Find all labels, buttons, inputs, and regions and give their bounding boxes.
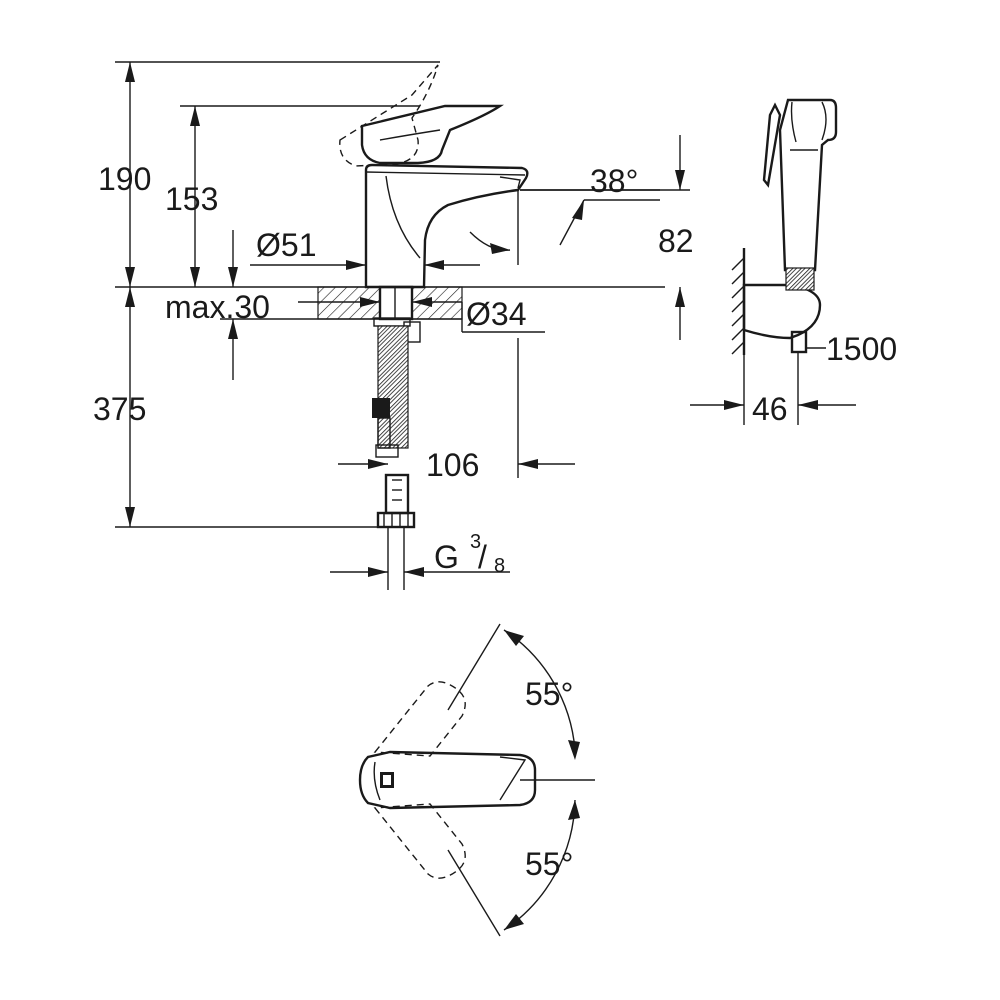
dim-55-degrees-down: 55° (525, 846, 573, 882)
dim-diameter-34: Ø34 (466, 296, 526, 332)
dim-thread-slash: / (478, 539, 487, 575)
faucet-body (364, 163, 529, 289)
shower-trigger (762, 102, 782, 188)
faucet-side-view (115, 64, 665, 590)
shower-holder (742, 283, 822, 340)
dim-46: 46 (752, 391, 788, 427)
dimension-labels: 190 153 Ø51 38° 82 max.30 Ø34 375 106 G … (93, 161, 694, 577)
lever-open-position (339, 64, 439, 167)
supply-hose-braided (377, 325, 409, 449)
dim-thread-denominator: 8 (494, 555, 505, 577)
shower-collar (785, 267, 815, 291)
dimension-lines (115, 61, 690, 577)
faucet-lever (360, 104, 504, 165)
supply-nut (384, 473, 410, 515)
dim-375: 375 (93, 391, 146, 427)
faucet-top-view: 55° 55° (358, 623, 595, 937)
dim-153: 153 (165, 181, 218, 217)
dim-1500: 1500 (826, 331, 897, 367)
dim-190: 190 (98, 161, 151, 197)
shower-head (778, 98, 838, 272)
lever-top-position-up (373, 681, 466, 757)
dim-max-30: max.30 (165, 289, 270, 325)
dim-106: 106 (426, 447, 479, 483)
dim-thread-g: G (434, 539, 459, 575)
lever-top-view (358, 750, 537, 810)
hand-shower-view: 46 1500 (690, 98, 897, 427)
dim-thread-numerator: 3 (470, 531, 481, 553)
dim-55-degrees-up: 55° (525, 676, 573, 712)
dim-38-degrees: 38° (590, 163, 638, 199)
lever-top-position-down (373, 803, 466, 879)
dim-82: 82 (658, 223, 694, 259)
dim-diameter-51: Ø51 (256, 227, 316, 263)
